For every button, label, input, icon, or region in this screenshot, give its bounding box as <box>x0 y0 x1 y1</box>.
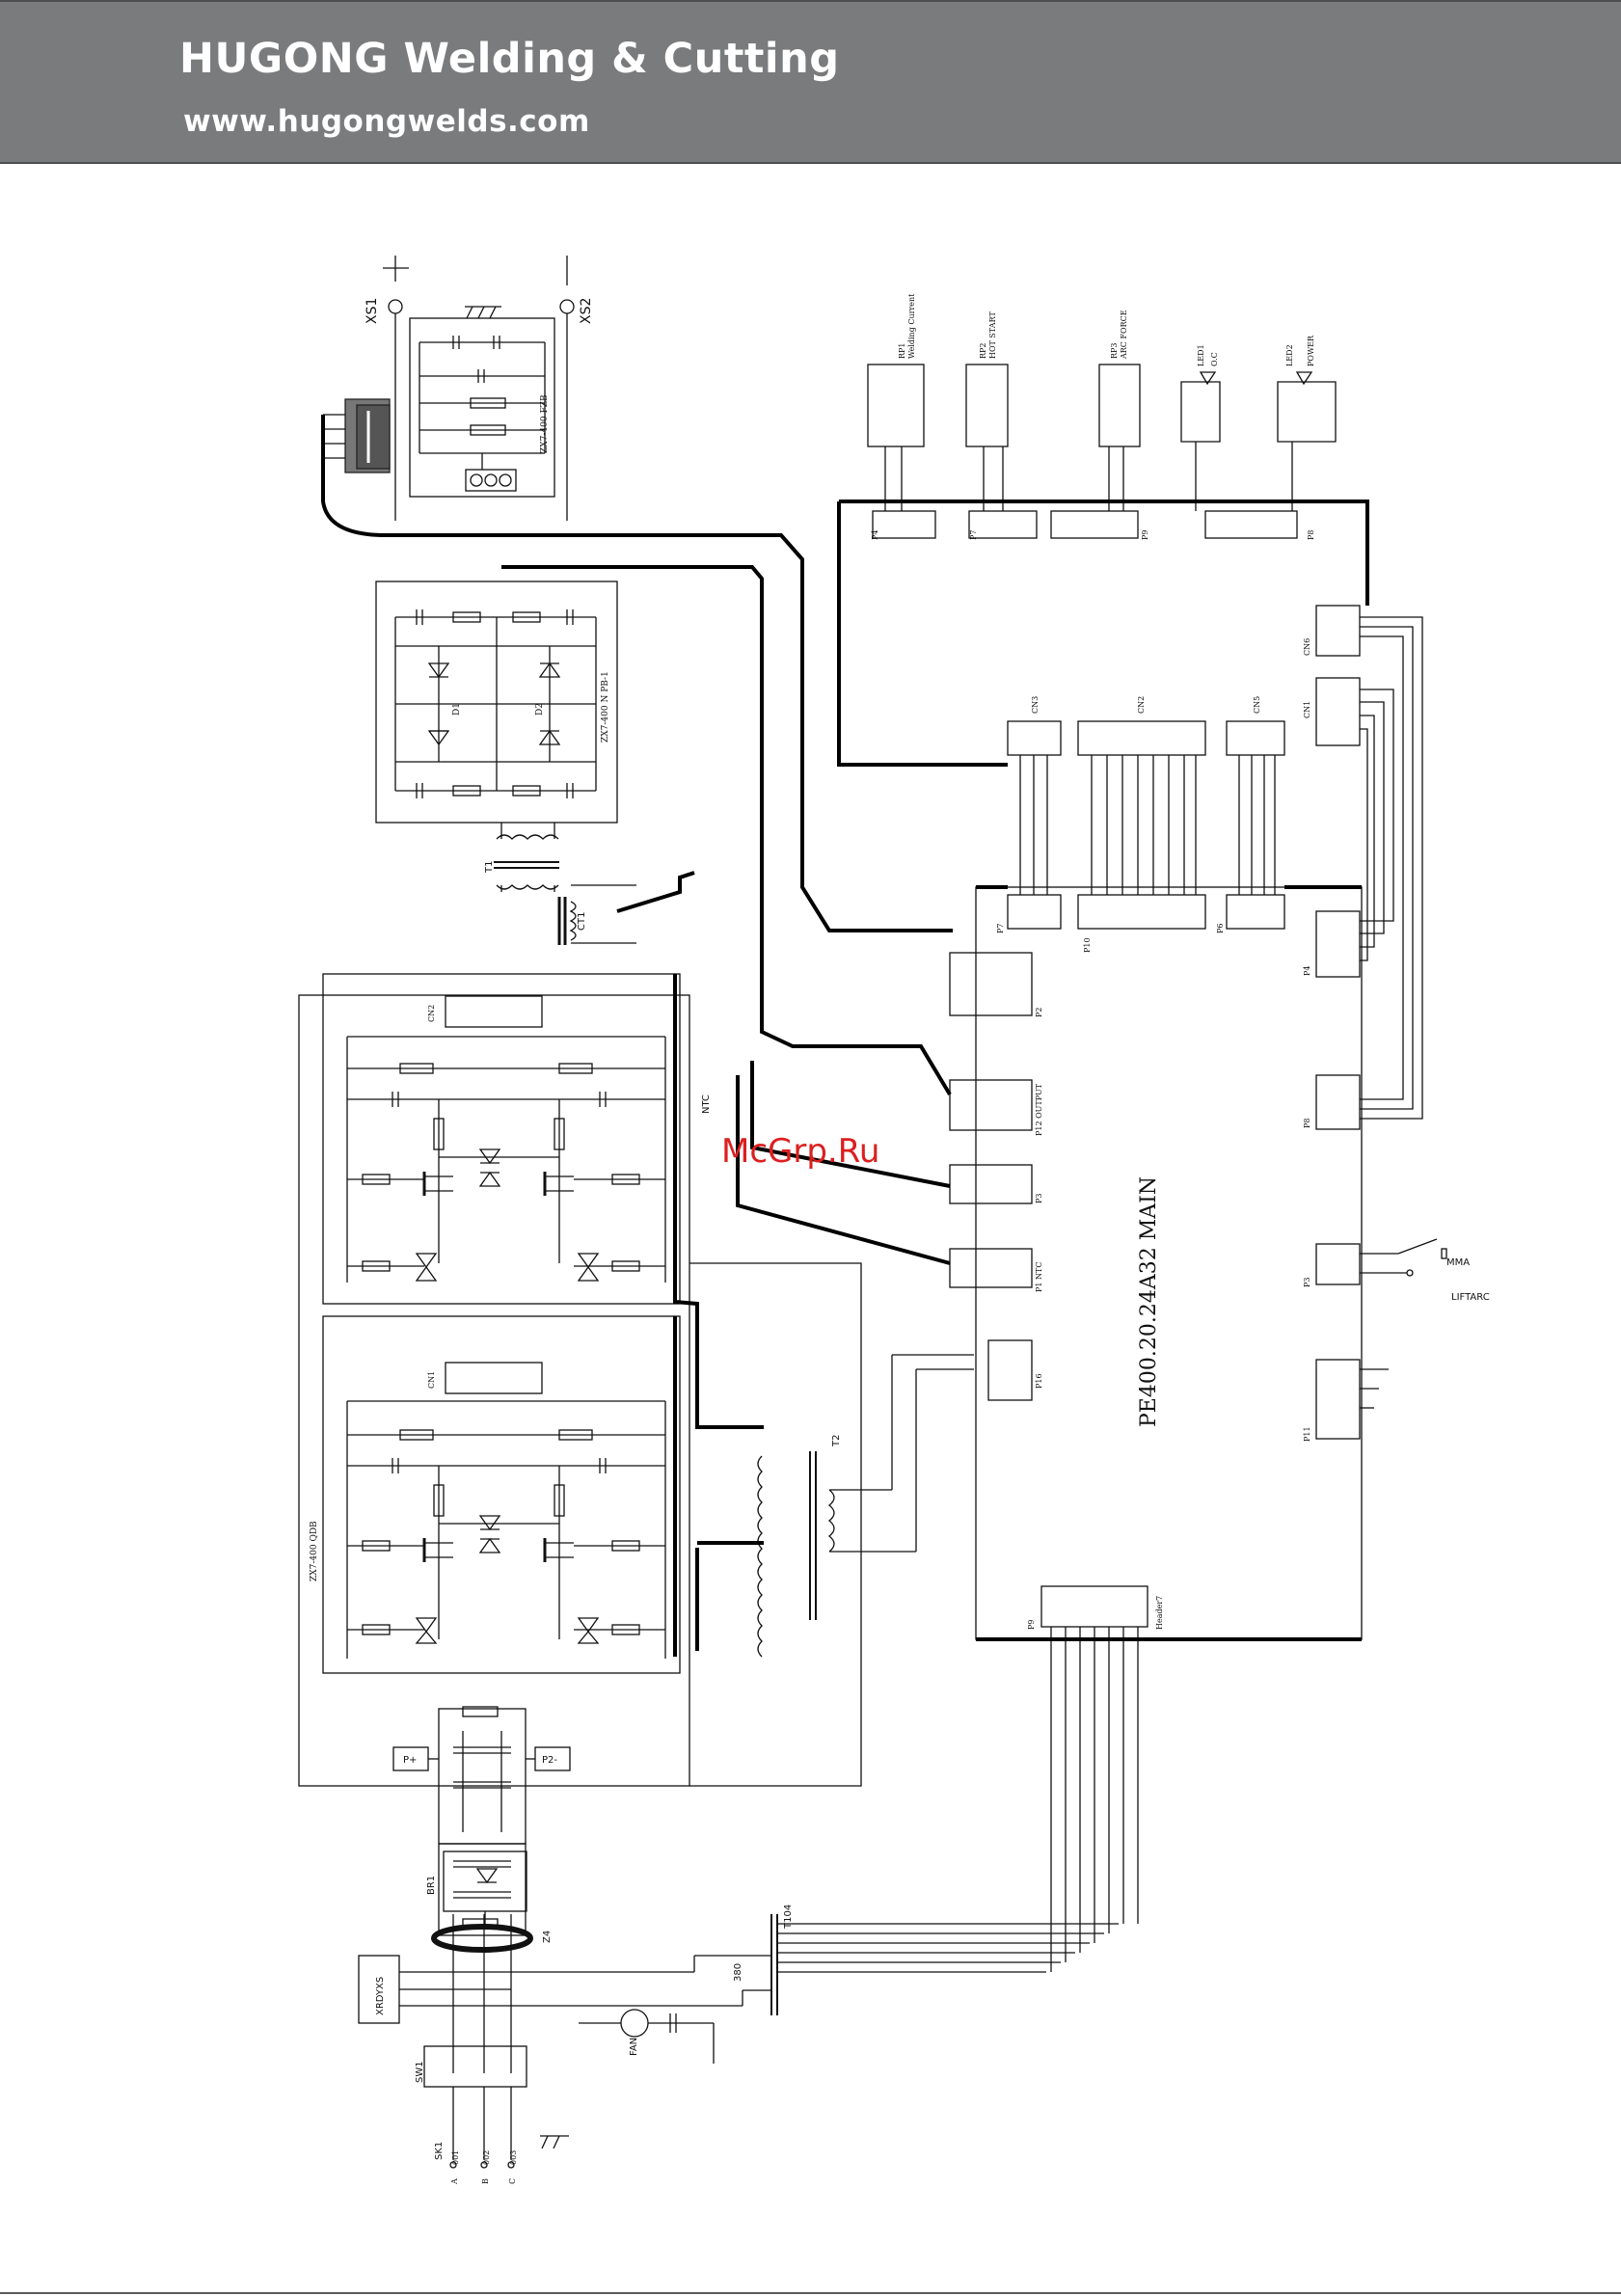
label-p10: P10 <box>1083 937 1092 953</box>
label-rp1: RP1 <box>898 343 906 360</box>
label-br1: BR1 <box>426 1876 437 1895</box>
label-liftarc: LIFTARC <box>1451 1292 1490 1303</box>
website-url: www.hugongwelds.com <box>183 104 590 139</box>
label-xs2: XS2 <box>579 298 594 324</box>
label-phase-c: C <box>508 2178 517 2184</box>
label-cn3: CN3 <box>1031 696 1040 714</box>
label-wire-002: 002 <box>482 2150 491 2165</box>
label-d1: D1 <box>452 703 462 716</box>
label-p8: P8 <box>1303 1119 1311 1128</box>
label-p-plus: P+ <box>403 1755 417 1766</box>
header-banner: HUGONG Welding & Cutting www.hugongwelds… <box>0 0 1621 164</box>
label-wire-001: 001 <box>451 2150 460 2165</box>
label-led1: LED1 <box>1197 344 1205 366</box>
label-rectifier-board: ZX7-400 N PB-1 <box>601 671 610 743</box>
label-rp2-name: HOT START <box>988 311 997 359</box>
label-wire-003: 003 <box>509 2150 518 2165</box>
label-ct1: CT1 <box>577 912 587 931</box>
label-p6: P6 <box>1216 924 1225 933</box>
label-p1: P1 NTC <box>1035 1262 1043 1292</box>
label-t104: T104 <box>783 1904 794 1930</box>
label-rp3-name: ARC FORCE <box>1120 310 1128 360</box>
label-cn1: CN1 <box>1303 701 1311 718</box>
label-t1: T1 <box>484 861 495 874</box>
label-rp2: RP2 <box>979 343 987 360</box>
main-control-board <box>975 886 1363 1640</box>
label-z4: Z4 <box>542 1931 553 1943</box>
label-p9-top: P9 <box>1141 530 1149 540</box>
brand-title: HUGONG Welding & Cutting <box>179 35 840 83</box>
label-led2-name: POWER <box>1307 335 1315 366</box>
label-rp1-name: Welding Current <box>907 293 916 359</box>
label-filter-board: ZX7-400 FZB <box>540 394 550 453</box>
label-d2: D2 <box>535 703 545 716</box>
label-p3-right: P3 <box>1303 1278 1311 1287</box>
igbt-board <box>298 994 690 1787</box>
label-sk1: SK1 <box>434 2142 445 2160</box>
label-p8-top: P8 <box>1307 530 1315 540</box>
label-p7-top: P7 <box>969 530 978 540</box>
label-led1-name: O.C <box>1210 352 1219 366</box>
label-p12: P12 OUTPUT <box>1035 1083 1043 1136</box>
label-mma: MMA <box>1446 1257 1470 1268</box>
label-cn2-driver: CN2 <box>427 1005 436 1022</box>
label-380: 380 <box>733 1963 743 1982</box>
label-cn1-driver: CN1 <box>427 1371 436 1389</box>
label-phase-b: B <box>481 2178 490 2184</box>
label-p4: P4 <box>1303 966 1311 976</box>
label-sw1: SW1 <box>415 2061 425 2083</box>
filter-board <box>409 317 555 498</box>
label-igbt-board: ZX7-400 QDB <box>310 1521 319 1581</box>
label-header7: Header7 <box>1155 1596 1164 1630</box>
label-p-minus: P2- <box>542 1755 557 1766</box>
label-xs1: XS1 <box>365 298 380 324</box>
label-p2: P2 <box>1035 1008 1043 1017</box>
label-rp3: RP3 <box>1110 343 1119 360</box>
label-varistor: XRDYXS <box>375 1977 386 2015</box>
label-p7: P7 <box>996 924 1005 933</box>
label-cn6: CN6 <box>1303 638 1311 656</box>
label-cn2: CN2 <box>1137 696 1146 714</box>
rectifier-board <box>375 581 618 824</box>
watermark-text: McGrp.Ru <box>721 1132 879 1171</box>
label-p4-top: P4 <box>871 530 879 540</box>
label-t2: T2 <box>831 1435 842 1447</box>
label-p11: P11 <box>1303 1426 1311 1442</box>
label-p3: P3 <box>1035 1194 1043 1203</box>
label-p9: P9 <box>1027 1620 1036 1630</box>
label-fan: FAN <box>629 2038 639 2056</box>
label-led2: LED2 <box>1285 344 1294 366</box>
label-main-board: PE400.20.24A32 MAIN <box>1137 1176 1161 1427</box>
label-cn5: CN5 <box>1253 696 1261 714</box>
bottom-rule <box>0 2292 1621 2294</box>
label-p16: P16 <box>1035 1373 1043 1389</box>
label-phase-a: A <box>450 2178 459 2185</box>
label-ntc: NTC <box>701 1094 712 1114</box>
